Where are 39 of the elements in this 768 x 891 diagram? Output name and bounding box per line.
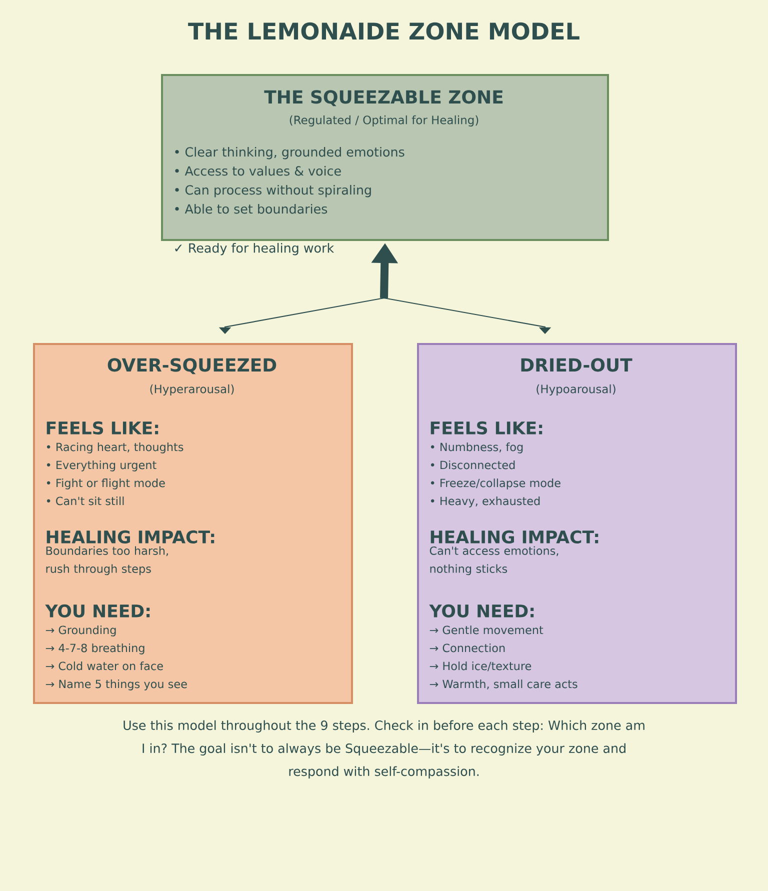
list-item: → 4-7-8 breathing [46,644,144,654]
section-heading: HEALING IMPACT: [46,530,214,544]
box-heading: OVER-SQUEEZED [108,358,276,374]
list-item: → Cold water on face [46,662,163,670]
diagram-title: THE LEMONAIDE ZONE MODEL [188,22,580,40]
list-item: • Access to values & voice [175,166,341,176]
list-item: → Warmth, small care acts [430,680,578,690]
section-heading: YOU NEED: [429,604,534,618]
list-item: → Connection [430,644,505,652]
list-item: • Numbness, fog [430,442,523,454]
list-item: • Can process without spiraling [175,184,371,198]
box-subtitle: (Regulated / Optimal for Healing) [290,115,478,127]
list-item: • Clear thinking, grounded emotions [175,146,404,160]
box-subtitle: (Hyperarousal) [150,384,234,396]
list-item: → Gentle movement [430,626,544,634]
box-subtitle: (Hypoarousal) [536,384,616,396]
list-item: • Everything urgent [46,460,156,472]
section-heading: FEELS LIKE: [46,421,158,434]
section-heading: YOU NEED: [45,604,150,618]
body-text: Can't access emotions, nothing sticks [430,546,558,576]
list-item: • Heavy, exhausted [430,496,540,508]
section-heading: FEELS LIKE: [430,421,542,434]
list-item: • Able to set boundaries [175,204,328,214]
list-item: • Freeze/collapse mode [430,478,560,490]
section-heading: HEALING IMPACT: [430,530,598,544]
box-heading: DRIED-OUT [521,358,632,372]
list-item: → Hold ice/texture [430,662,532,672]
list-item: → Name 5 things you see [46,680,187,690]
list-item: • Disconnected [430,460,515,470]
zone-box [417,343,737,704]
note-text: Use this model throughout the 9 steps. Check in before each step: Which zone am I in? The goal isn't to always be Squeezable—it's to recognize your zone and respond with self-compassion. [124,720,644,779]
check-note: ✓ Ready for healing work [175,242,334,256]
list-item: • Can't sit still [46,496,124,506]
body-text: Boundaries too harsh, rush through steps [46,546,168,576]
list-item: → Grounding [46,626,116,636]
list-item: • Fight or flight mode [46,478,165,490]
zone-box [33,343,353,704]
box-heading: THE SQUEEZABLE ZONE [264,90,503,106]
list-item: • Racing heart, thoughts [46,442,184,454]
